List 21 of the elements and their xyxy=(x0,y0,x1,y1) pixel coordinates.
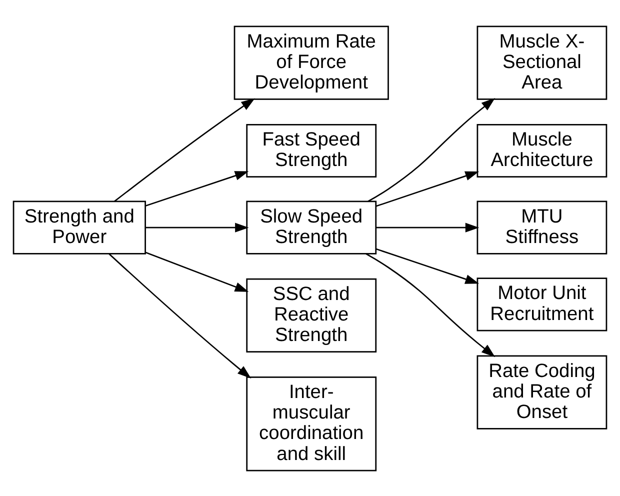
node-box: Inter- muscular coordination and skill xyxy=(246,376,377,471)
arrow xyxy=(366,252,496,357)
node-box: SSC and Reactive Strength xyxy=(246,278,377,352)
arrow xyxy=(114,98,255,202)
arrow xyxy=(146,222,249,232)
node-box: MTU Stiffness xyxy=(476,200,608,254)
node-box: Muscle Architecture xyxy=(476,123,608,177)
node-box: Fast Speed Strength xyxy=(246,123,377,177)
arrow xyxy=(376,222,480,232)
node-box: Motor Unit Recruitment xyxy=(476,277,608,331)
node-box: Slow Speed Strength xyxy=(246,200,377,254)
node-box: Rate Coding and Rate of Onset xyxy=(476,354,608,429)
arrow xyxy=(146,251,249,292)
node-box: Muscle X- Sectional Area xyxy=(476,25,608,100)
arrow xyxy=(376,170,480,206)
node-box: Strength and Power xyxy=(12,200,146,254)
arrow xyxy=(376,248,480,284)
node-box: Maximum Rate of Force Development xyxy=(234,25,389,100)
arrow xyxy=(146,170,249,206)
arrow xyxy=(108,252,252,378)
arrow xyxy=(368,98,496,202)
